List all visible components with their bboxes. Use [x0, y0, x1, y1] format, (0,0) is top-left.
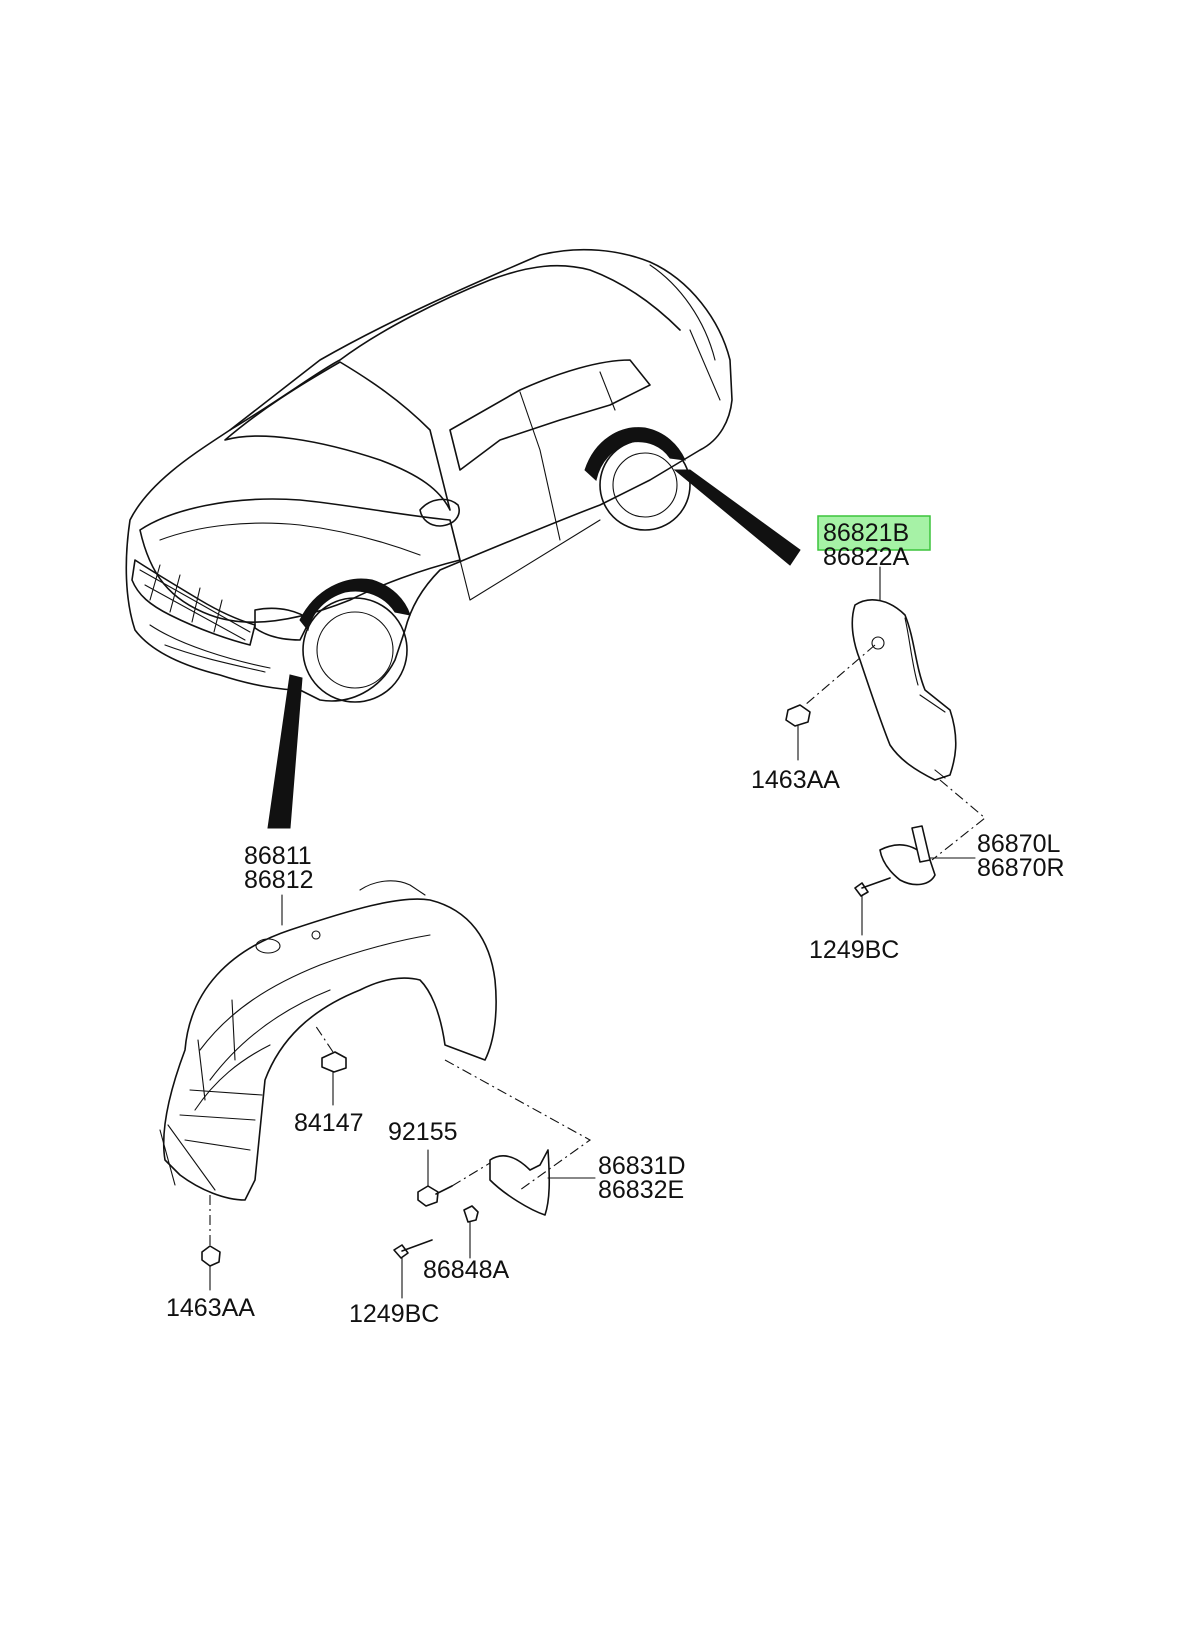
car-illustration [125, 248, 733, 703]
front-mud-flap [444, 1059, 596, 1216]
front-bolt-92155 [417, 1149, 496, 1207]
front-wheel-guard [159, 880, 497, 1201]
front-flap-screw-1249BC [393, 1239, 433, 1299]
front-bottom-clip-1463AA [201, 1195, 221, 1291]
label-86821B[interactable]: 86821B [823, 519, 909, 547]
label-86831D[interactable]: 86831D [598, 1152, 686, 1180]
front-leader-sweep [267, 674, 303, 829]
label-86822A[interactable]: 86822A [823, 543, 910, 571]
label-86870R[interactable]: 86870R [977, 854, 1065, 882]
label-86832E[interactable]: 86832E [598, 1176, 684, 1204]
label-86848A[interactable]: 86848A [423, 1256, 510, 1284]
label-front-1249BC[interactable]: 1249BC [349, 1300, 439, 1328]
label-rear-1249BC[interactable]: 1249BC [809, 936, 899, 964]
rear-mud-flap [879, 779, 986, 886]
label-86870L[interactable]: 86870L [977, 830, 1061, 858]
rear-leader-sweep [673, 469, 801, 566]
label-92155[interactable]: 92155 [388, 1118, 458, 1146]
rear-wheel-guard [804, 599, 957, 781]
rear-screw-1249BC [854, 877, 891, 936]
label-86811[interactable]: 86811 [244, 842, 312, 870]
front-clip-84147 [314, 1024, 347, 1106]
label-rear-1463AA[interactable]: 1463AA [751, 766, 840, 794]
front-flap-clip-86848A [463, 1205, 479, 1259]
highlight-box [817, 515, 931, 551]
label-front-1463AA[interactable]: 1463AA [166, 1294, 255, 1322]
label-86812[interactable]: 86812 [244, 866, 314, 894]
rear-clip-1463AA [785, 704, 811, 761]
label-84147[interactable]: 84147 [294, 1109, 364, 1137]
